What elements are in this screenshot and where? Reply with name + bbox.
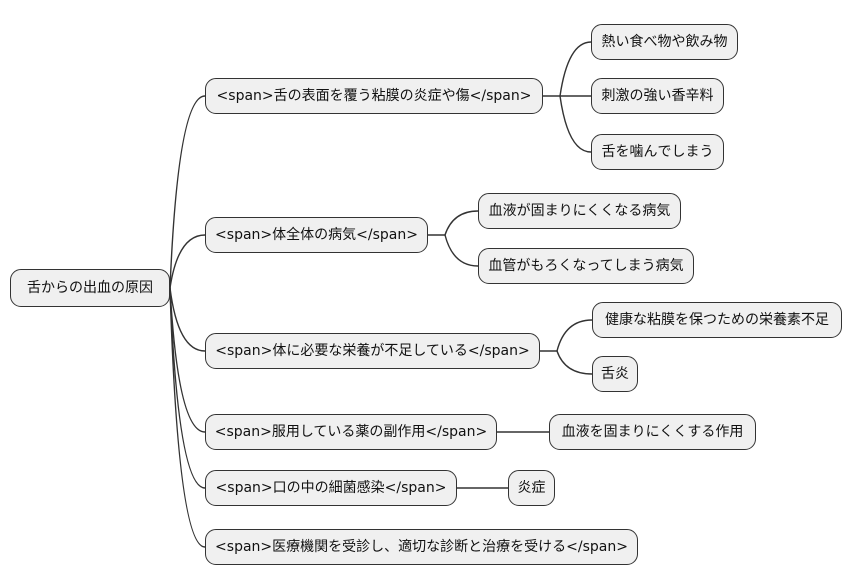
node-child-glossitis: 舌炎 (592, 356, 638, 392)
node-branch-systemic-disease: <span>体全体の病気</span> (205, 217, 428, 253)
node-child-hot-food-drink: 熱い食べ物や飲み物 (591, 24, 738, 60)
node-child-anticoagulant-effect: 血液を固まりにくくする作用 (549, 414, 756, 450)
node-branch-nutrition-deficiency: <span>体に必要な栄養が不足している</span> (205, 333, 540, 369)
edge-branch2-child1 (444, 210, 479, 236)
node-child-biting-tongue: 舌を噛んでしまう (591, 134, 724, 170)
node-branch-medication-side-effect: <span>服用している薬の副作用</span> (205, 414, 497, 450)
node-child-inflammation: 炎症 (508, 470, 555, 506)
edge-branch1-child3 (559, 95, 592, 153)
edge-root-branch5 (169, 287, 206, 489)
edge-root-branch1 (169, 95, 206, 289)
node-root: 舌からの出血の原因 (10, 269, 170, 307)
edge-root-branch6 (169, 287, 206, 548)
node-branch-mucosa-injury: <span>舌の表面を覆う粘膜の炎症や傷</span> (205, 78, 543, 114)
node-child-nutrient-shortage: 健康な粘膜を保つための栄養素不足 (592, 302, 842, 338)
node-branch-see-doctor: <span>医療機関を受診し、適切な診断と治療を受ける</span> (205, 529, 638, 565)
edge-branch3-child2 (556, 350, 593, 375)
edge-branch2-child2 (444, 234, 479, 267)
node-branch-oral-infection: <span>口の中の細菌感染</span> (205, 470, 457, 506)
node-child-spicy-seasoning: 刺激の強い香辛料 (591, 78, 724, 114)
edge-branch1-child1 (559, 41, 592, 97)
edge-root-branch2 (169, 234, 206, 289)
edge-branch3-child1 (556, 319, 593, 352)
node-child-clotting-disorder: 血液が固まりにくくなる病気 (478, 193, 681, 229)
edge-root-branch3 (169, 287, 206, 352)
edge-root-branch4 (169, 287, 206, 433)
node-child-fragile-vessels: 血管がもろくなってしまう病気 (478, 248, 694, 284)
